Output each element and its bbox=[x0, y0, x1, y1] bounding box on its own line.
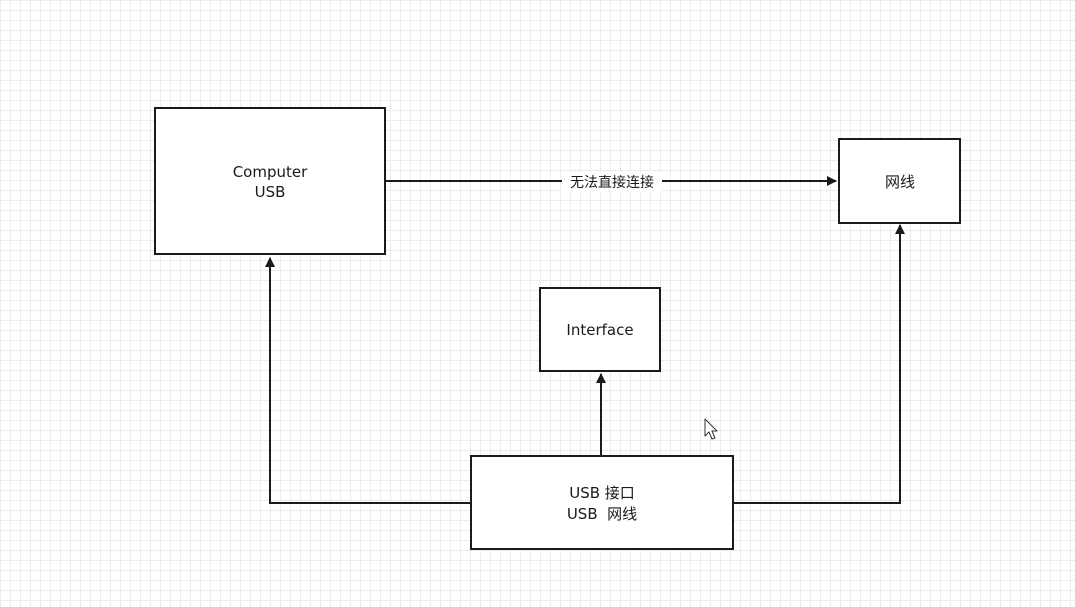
mouse-cursor-icon bbox=[704, 418, 718, 440]
node-usb-adapter[interactable]: USB 接口 USB 网线 bbox=[470, 455, 734, 550]
edge-label-no-direct-connection: 无法直接连接 bbox=[570, 174, 654, 191]
node-computer-label-line1: Computer bbox=[233, 163, 308, 181]
edge-label-background bbox=[562, 172, 662, 192]
node-computer[interactable]: Computer USB bbox=[154, 107, 386, 255]
node-usb-adapter-label-line1: USB 接口 bbox=[569, 484, 635, 502]
node-usb-adapter-box bbox=[470, 455, 734, 550]
edge-usb-adapter-to-computer[interactable] bbox=[265, 257, 471, 504]
node-network-cable-box bbox=[838, 138, 961, 224]
node-interface[interactable]: Interface bbox=[539, 287, 661, 372]
node-network-cable[interactable]: 网线 bbox=[838, 138, 961, 224]
node-interface-box bbox=[539, 287, 661, 372]
node-usb-adapter-label-line2: USB 网线 bbox=[567, 505, 637, 523]
edge-usb-adapter-to-network[interactable] bbox=[733, 224, 905, 504]
node-interface-label: Interface bbox=[566, 321, 633, 339]
node-computer-label-line2: USB bbox=[255, 183, 286, 201]
node-network-cable-label: 网线 bbox=[885, 173, 915, 191]
node-computer-box bbox=[154, 107, 386, 255]
